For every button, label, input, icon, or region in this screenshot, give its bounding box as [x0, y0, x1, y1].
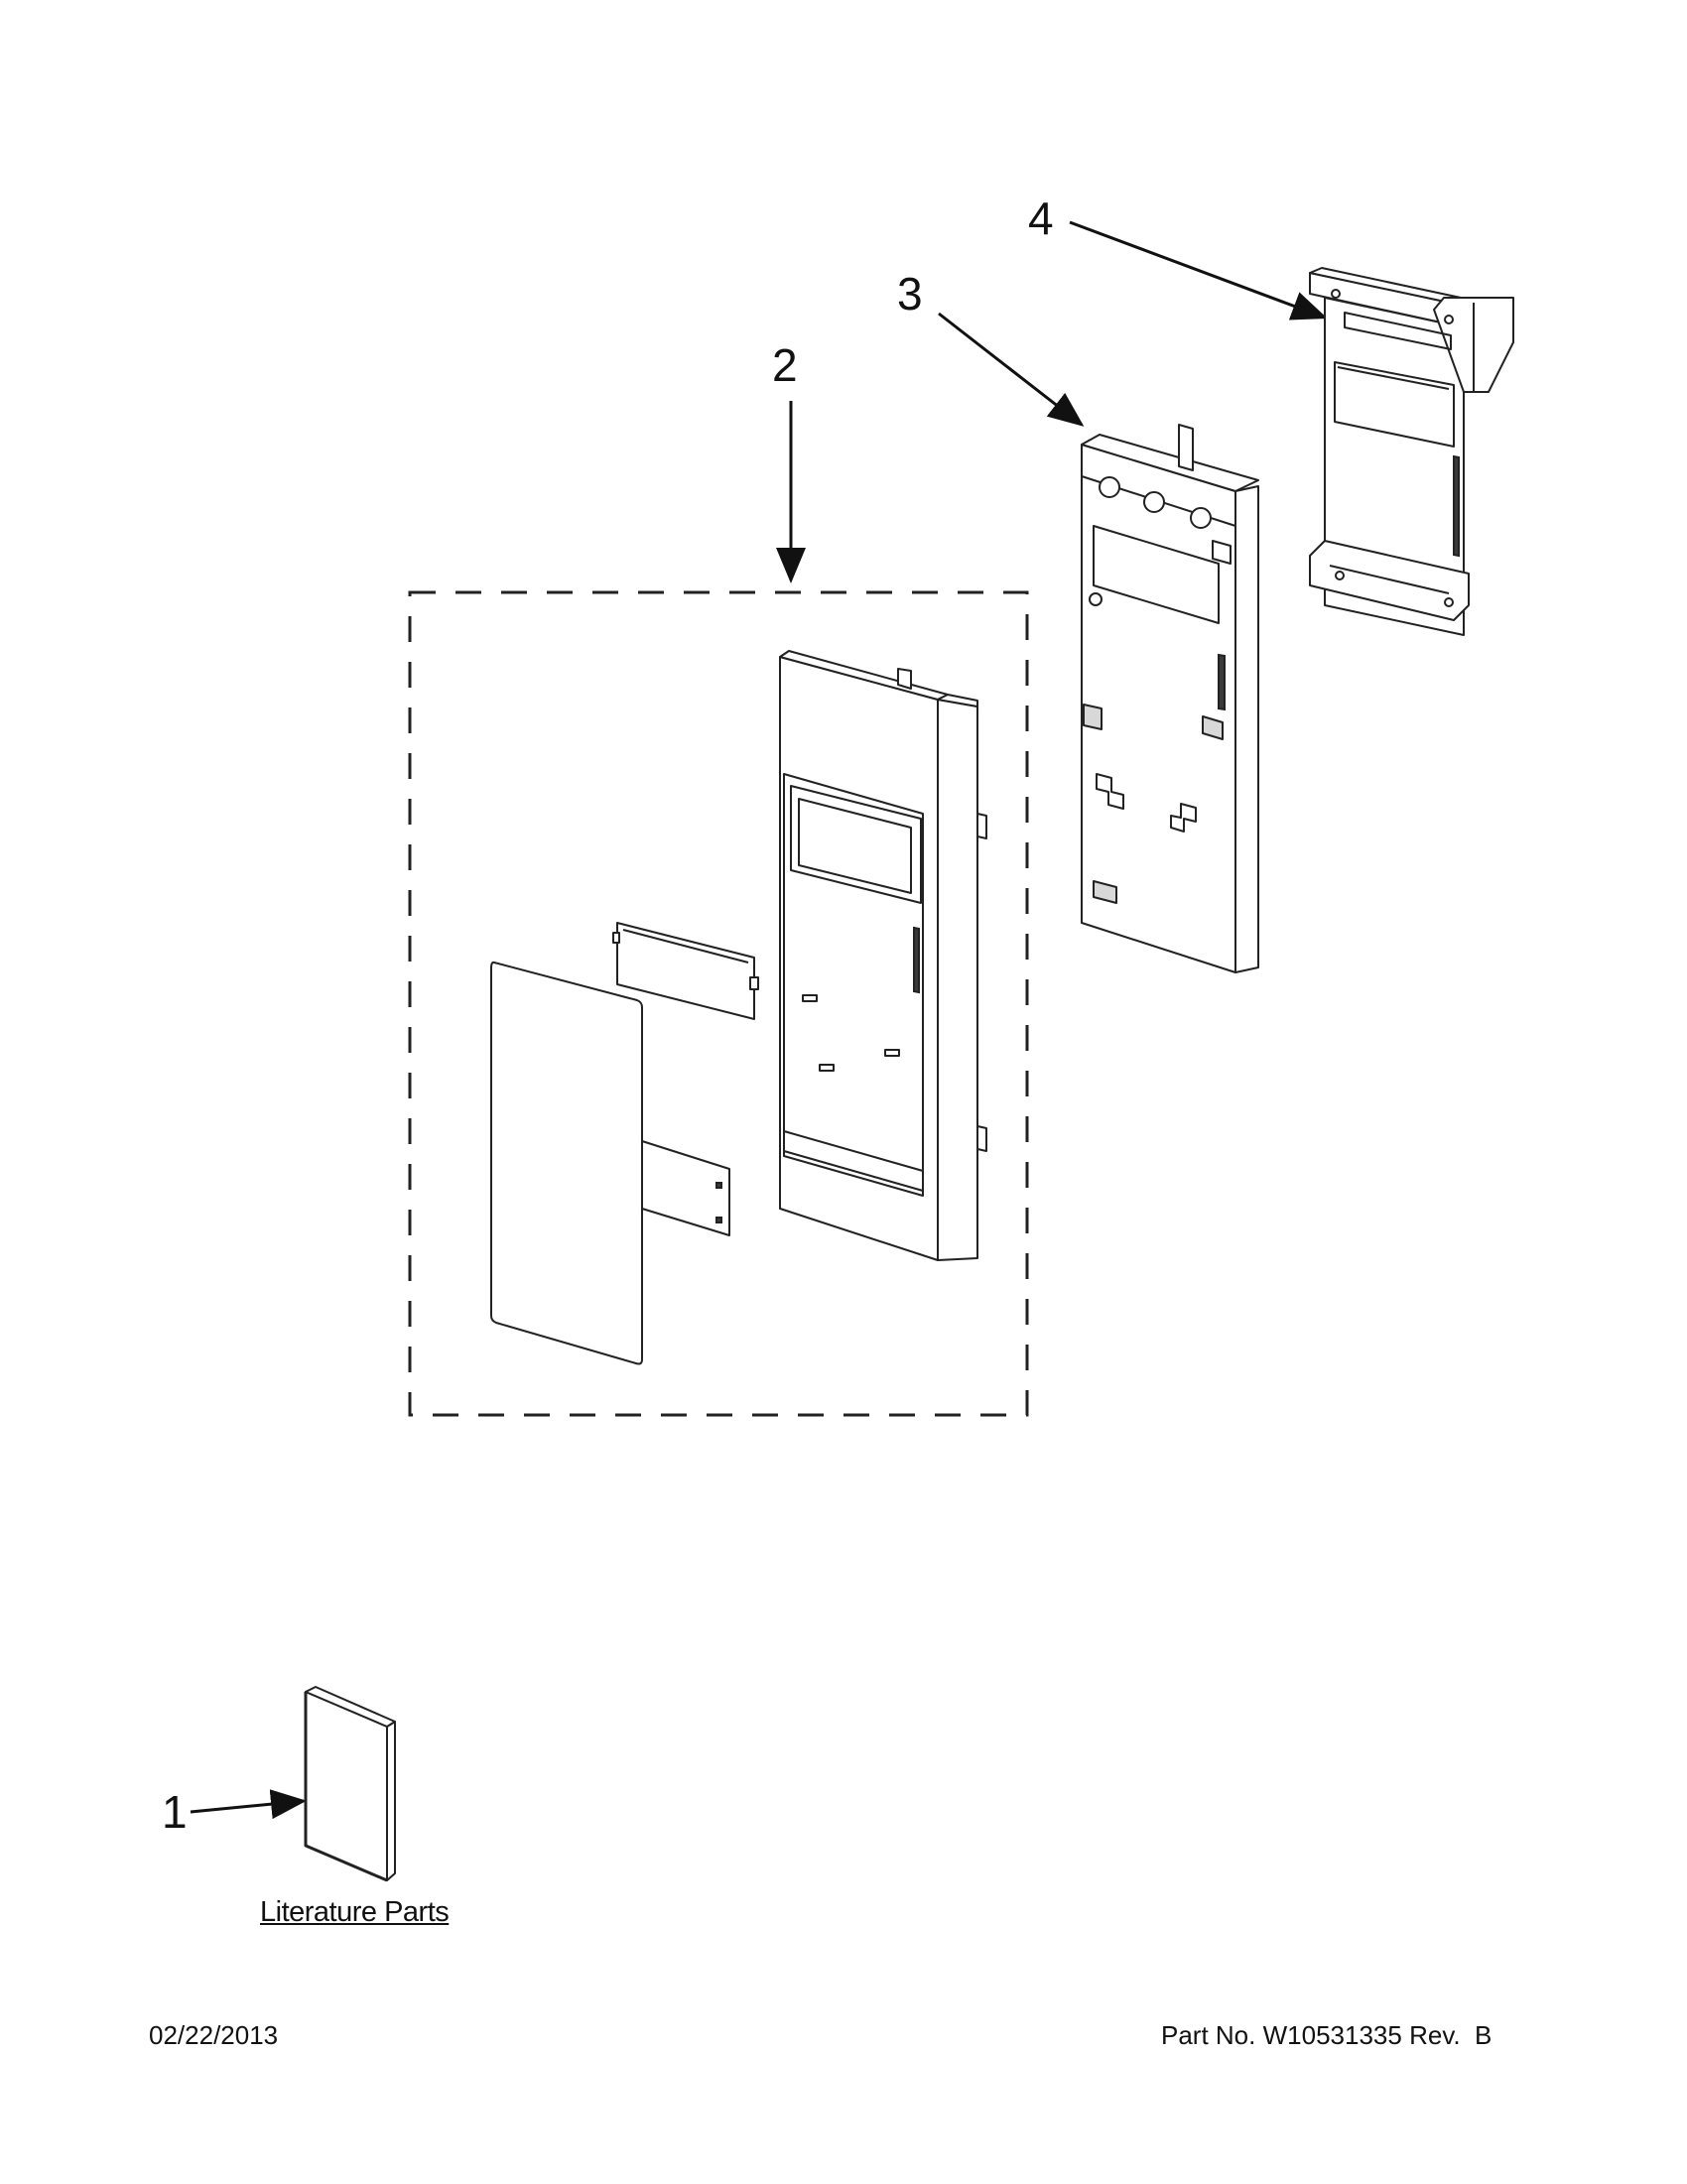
callout-1: 1 — [162, 1786, 188, 1838]
callout-4: 4 — [1028, 193, 1054, 244]
control-panel-housing — [779, 650, 987, 1261]
part-number: W10531335 — [1262, 2020, 1402, 2050]
display-window-lens — [612, 922, 759, 1020]
keypad-overlay-panel — [490, 961, 643, 1365]
assembly-dashed-outline — [408, 590, 1029, 1417]
literature-booklet — [304, 1686, 396, 1882]
leader-line-1 — [190, 1789, 307, 1820]
footer-part-number: Part No. W10531335 Rev. B — [1161, 2020, 1492, 2051]
footer-date: 02/22/2013 — [149, 2020, 279, 2050]
leader-line-3 — [938, 312, 1085, 427]
part-prefix: Part No. — [1161, 2020, 1256, 2050]
callout-3: 3 — [897, 268, 923, 320]
leader-line-4 — [1069, 220, 1328, 321]
callout-2: 2 — [772, 339, 798, 391]
electronic-control-board — [1309, 267, 1514, 636]
control-bracket — [1081, 424, 1259, 973]
keypad-flex-tail — [641, 1140, 730, 1236]
revision: Rev. B — [1409, 2020, 1492, 2050]
literature-parts-label: Literature Parts — [260, 1896, 450, 1928]
